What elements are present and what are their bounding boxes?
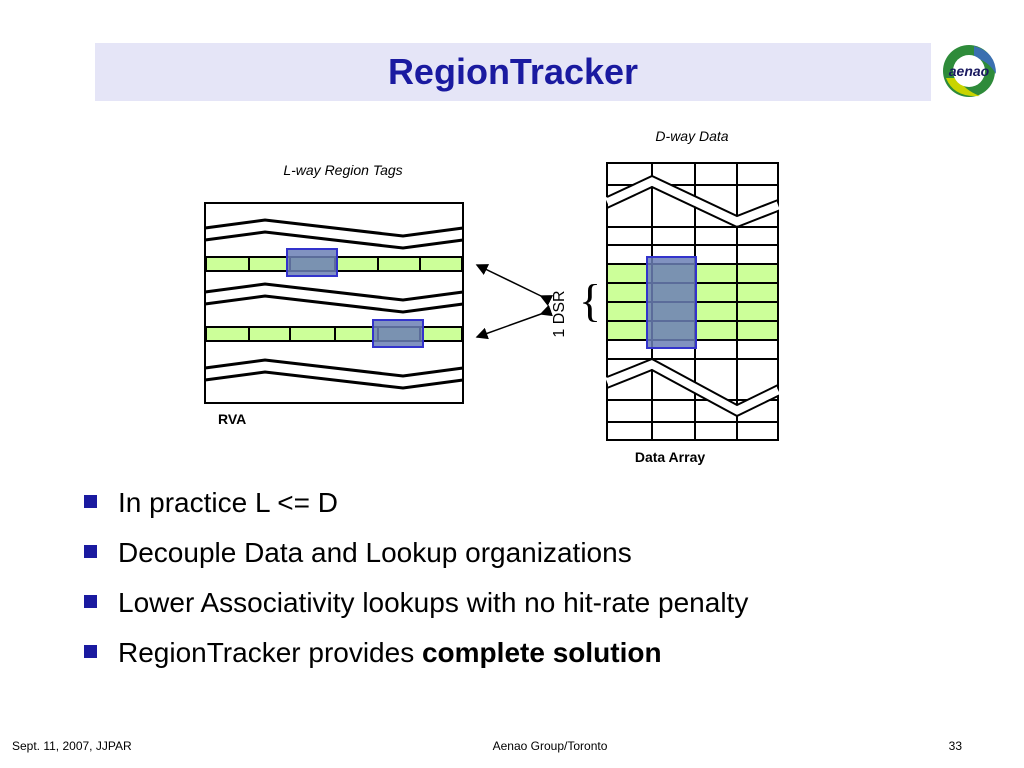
title-bar: RegionTracker xyxy=(95,43,931,101)
logo-swoosh-yellow xyxy=(946,78,980,97)
bullet-square-icon xyxy=(84,495,97,508)
data-selection-box xyxy=(646,256,697,349)
bullet-text: Decouple Data and Lookup organizations xyxy=(118,537,632,568)
tags-break-line xyxy=(204,282,464,302)
logo-center xyxy=(953,55,985,87)
bullet-bold-text: complete solution xyxy=(421,637,662,668)
bullet-square-icon xyxy=(84,545,97,558)
mapping-arrow xyxy=(475,264,554,306)
dsr-brace: { xyxy=(579,275,601,326)
tags-break-line xyxy=(204,294,464,314)
footer-group: Aenao Group/Toronto xyxy=(492,739,608,753)
tag-selection-box xyxy=(286,248,338,277)
data-break-gap xyxy=(605,176,780,226)
tags-break-line xyxy=(204,218,464,238)
data-break-line xyxy=(606,368,779,418)
bullet-list: In practice L <= D Decouple Data and Loo… xyxy=(80,480,980,680)
slide-title: RegionTracker xyxy=(387,51,639,92)
bullet-text: Lower Associativity lookups with no hit-… xyxy=(118,587,749,618)
bullet-item: Lower Associativity lookups with no hit-… xyxy=(80,580,980,630)
mapping-arrow xyxy=(475,304,553,340)
tags-break-line xyxy=(204,230,464,250)
data-break-line xyxy=(606,174,779,218)
bullet-text: RegionTracker provides xyxy=(118,637,422,668)
page-number: 33 xyxy=(948,739,962,753)
bullet-item: Decouple Data and Lookup organizations xyxy=(80,530,980,580)
tags-break-line xyxy=(204,358,464,378)
bullet-square-icon xyxy=(84,645,97,658)
footer-date: Sept. 11, 2007, JJPAR xyxy=(12,739,132,753)
bullet-item: In practice L <= D xyxy=(80,480,980,530)
aenao-logo: aenao xyxy=(943,45,996,97)
tags-break-line xyxy=(204,370,464,390)
regiontracker-diagram: L-way Region Tags RVA 1 DSR { D-way Data xyxy=(204,128,780,465)
tag-row-dividers xyxy=(248,327,421,341)
tag-selection-box xyxy=(372,319,424,348)
region-tags-caption: L-way Region Tags xyxy=(283,162,402,178)
bullet-text: In practice L <= D xyxy=(118,487,338,518)
data-array-caption: D-way Data xyxy=(655,128,728,144)
rva-label: RVA xyxy=(218,411,246,427)
data-break-line xyxy=(606,185,779,229)
logo-text: aenao xyxy=(949,63,990,79)
data-break-line xyxy=(606,357,779,407)
region-tags-array xyxy=(204,202,464,404)
data-break-gap xyxy=(605,359,780,416)
bullet-square-icon xyxy=(84,595,97,608)
logo-swoosh-blue xyxy=(974,46,996,74)
dsr-label: 1 DSR xyxy=(551,290,568,337)
data-array-label: Data Array xyxy=(635,449,706,465)
bullet-item: RegionTracker provides complete solution xyxy=(80,630,980,680)
